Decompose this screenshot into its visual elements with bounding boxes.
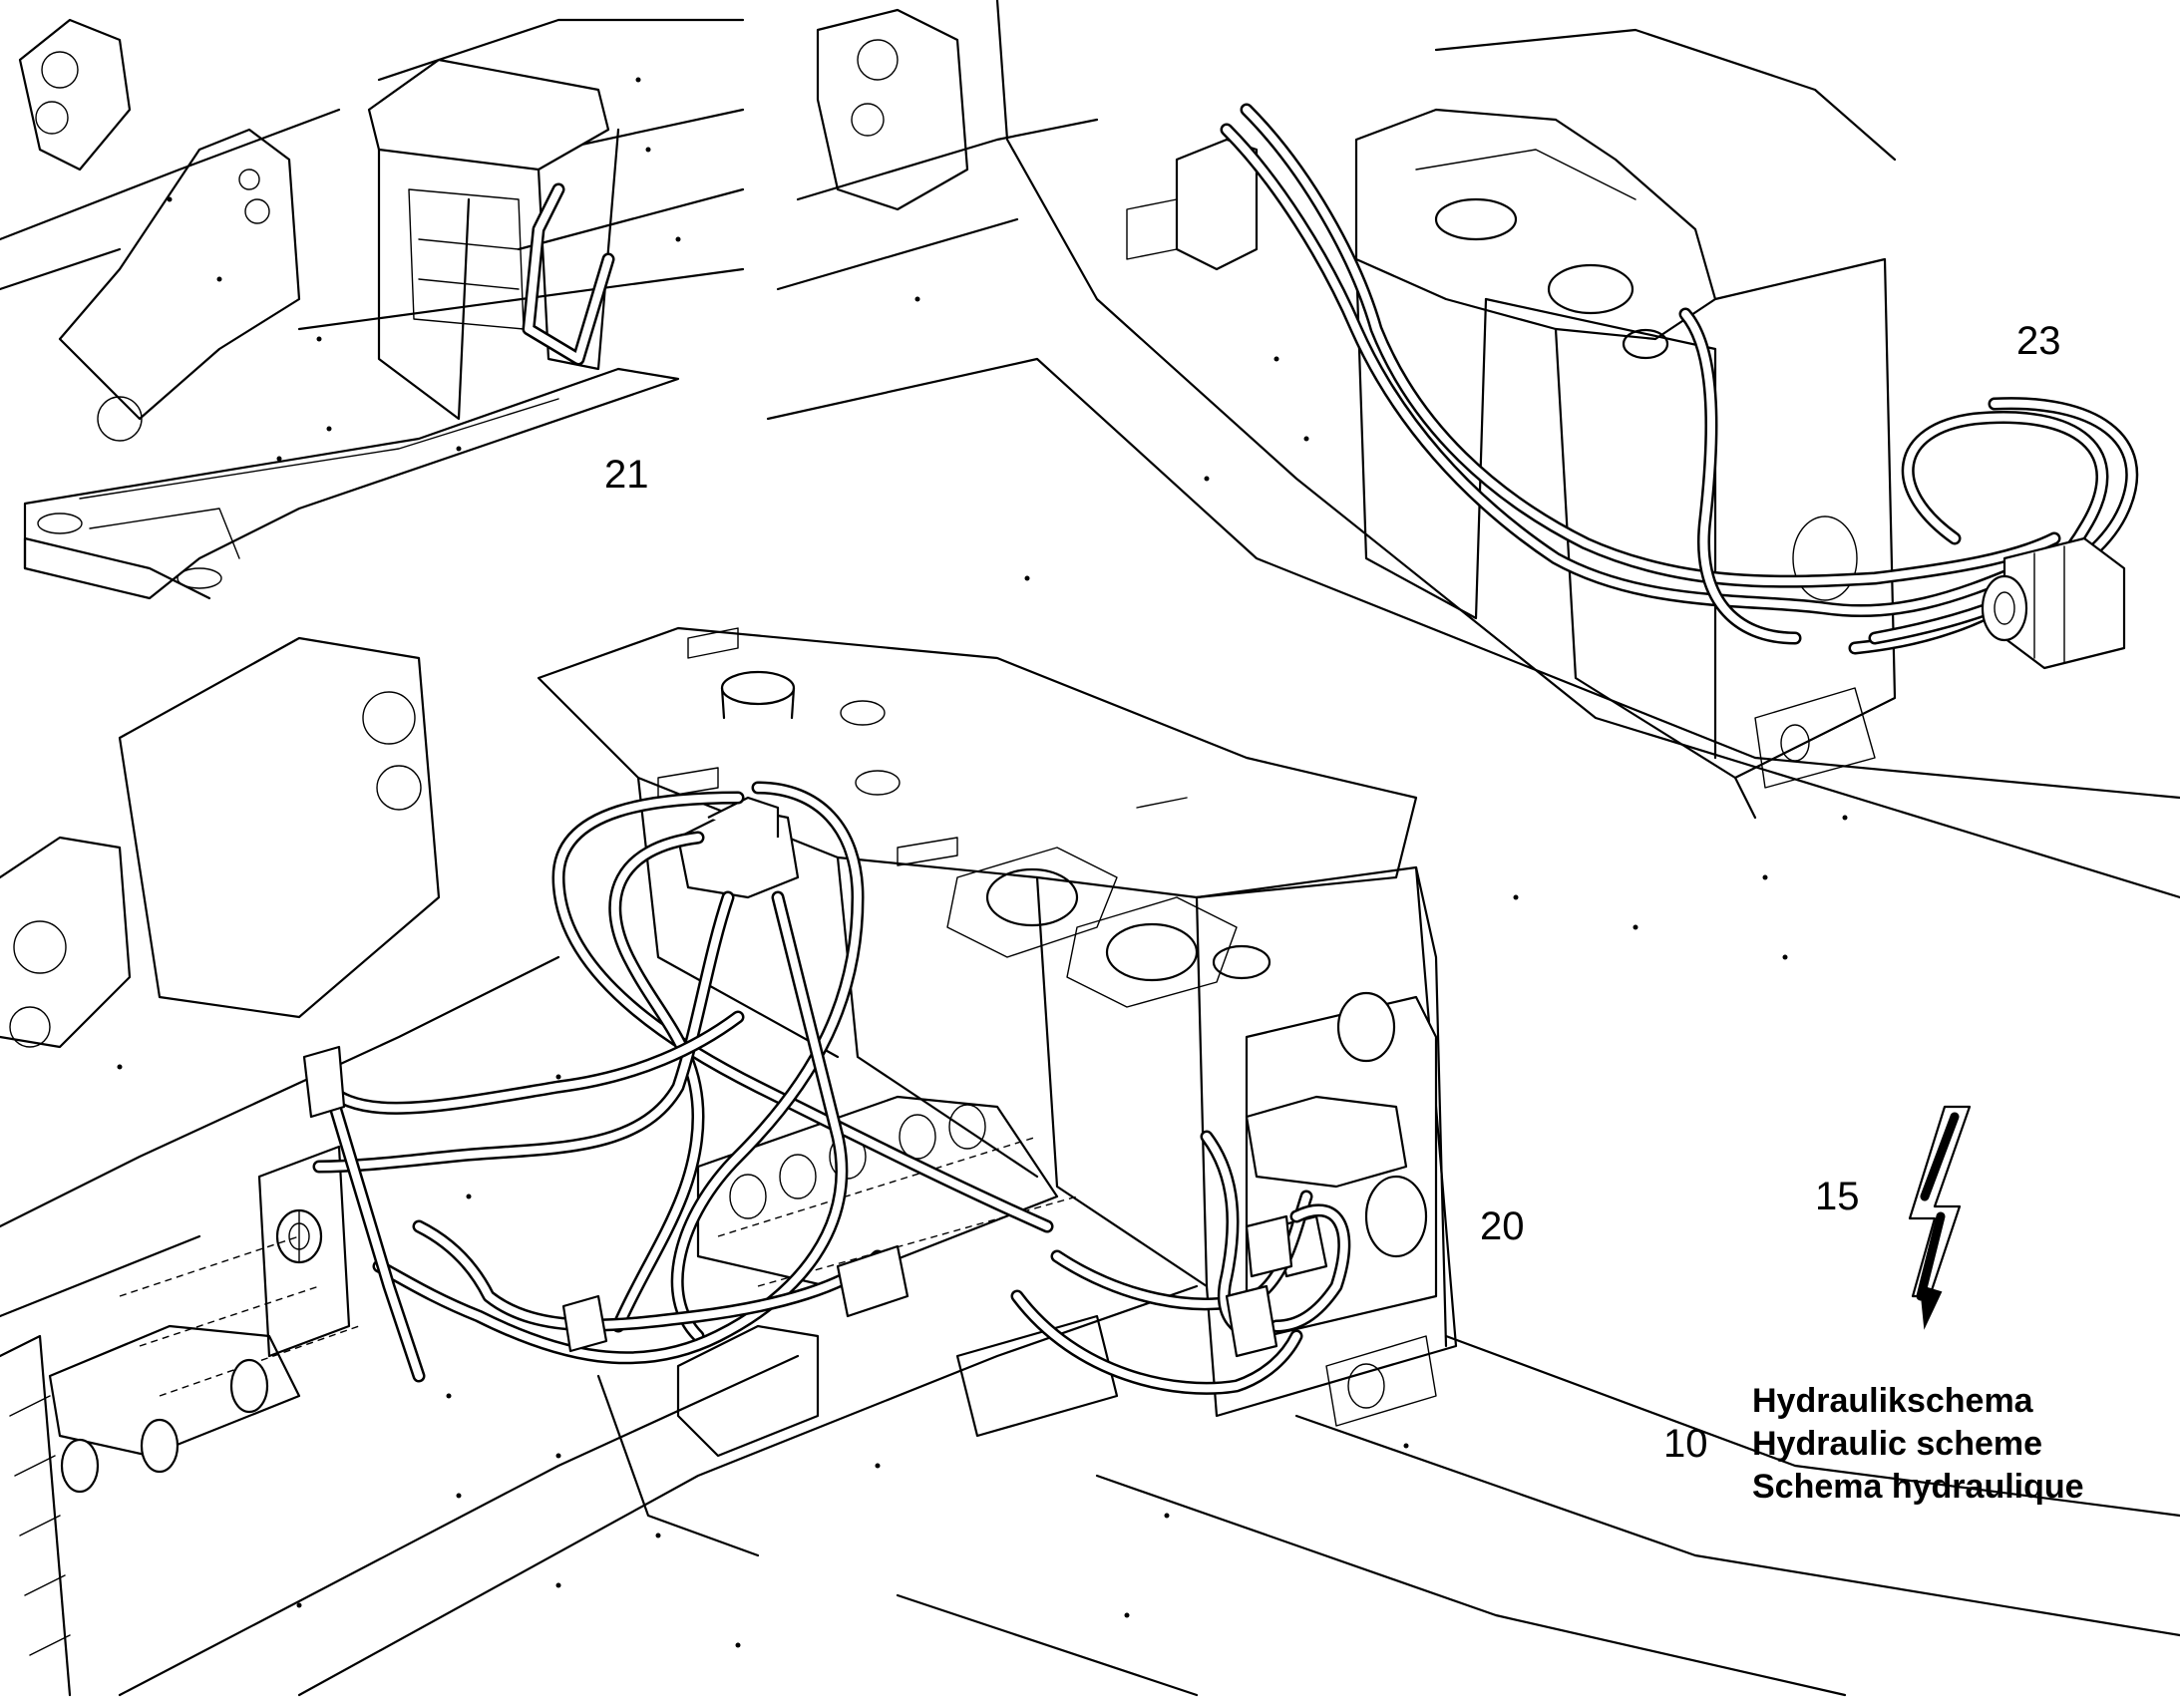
callout-15: 15	[1815, 1175, 1860, 1218]
legend-line-german: Hydraulikschema	[1752, 1382, 2033, 1420]
legend-line-french: Schema hydraulique	[1752, 1468, 2084, 1506]
detail-20-main-assembly	[0, 575, 2180, 1697]
callout-23: 23	[2016, 319, 2061, 363]
callout-10: 10	[1663, 1422, 1708, 1466]
hydraulic-scheme-legend: Hydraulikschema Hydraulic scheme Schema …	[1752, 1380, 2084, 1509]
lightning-bolt-arrow-icon	[1908, 1105, 1972, 1330]
callout-21: 21	[604, 453, 649, 497]
detail-21-chassis-view	[0, 18, 745, 600]
callout-20: 20	[1480, 1204, 1525, 1248]
legend-line-english: Hydraulic scheme	[1752, 1425, 2043, 1463]
detail-23-pump-view	[766, 0, 2180, 960]
